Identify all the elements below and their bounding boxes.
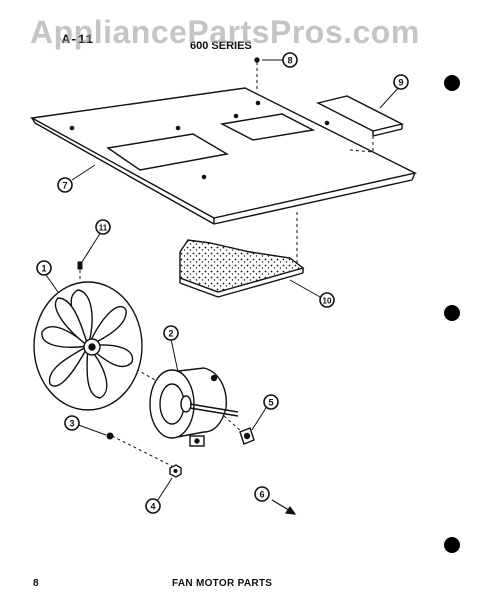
- callouts: 8 9 7 11 1 2 10 5 3 4 6: [36, 52, 409, 514]
- insulation-pad: [179, 239, 305, 298]
- svg-text:1: 1: [41, 264, 46, 274]
- page-reference: A-11: [62, 32, 94, 47]
- callout-10: 10: [319, 292, 335, 308]
- svg-text:3: 3: [69, 419, 74, 429]
- binder-hole-bottom: [444, 537, 460, 553]
- svg-text:7: 7: [62, 181, 67, 191]
- callout-4: 4: [145, 498, 161, 514]
- clip-part-11: [77, 261, 83, 270]
- series-label: 600 SERIES: [190, 40, 252, 52]
- svg-text:2: 2: [168, 329, 173, 339]
- binder-holes: [444, 75, 460, 553]
- svg-text:10: 10: [323, 297, 332, 306]
- svg-text:5: 5: [268, 398, 273, 408]
- svg-text:6: 6: [259, 490, 264, 500]
- callout-11: 11: [95, 219, 111, 235]
- callout-2: 2: [163, 325, 179, 341]
- bracket: [315, 95, 405, 137]
- callout-3: 3: [64, 415, 80, 431]
- small-parts: [77, 57, 260, 478]
- top-panel: [29, 87, 418, 225]
- fan-motor: [149, 367, 239, 447]
- callout-6: 6: [254, 486, 270, 502]
- svg-text:8: 8: [287, 56, 292, 66]
- diagram-caption: FAN MOTOR PARTS: [172, 578, 273, 589]
- callout-5: 5: [263, 394, 279, 410]
- callout-7: 7: [57, 177, 73, 193]
- binder-hole-top: [444, 75, 460, 91]
- fan-blade: [33, 281, 143, 411]
- washer-part-3: [106, 432, 114, 440]
- svg-text:4: 4: [150, 502, 155, 512]
- svg-text:11: 11: [99, 224, 108, 233]
- binder-hole-middle: [444, 305, 460, 321]
- callout-9: 9: [393, 74, 409, 90]
- callout-8: 8: [282, 52, 298, 68]
- direction-arrow: [271, 499, 297, 515]
- callout-1: 1: [36, 260, 52, 276]
- screw-part-8: [254, 57, 260, 63]
- motor-mount: [239, 427, 255, 445]
- svg-text:9: 9: [398, 78, 403, 88]
- page-number: 8: [33, 578, 39, 589]
